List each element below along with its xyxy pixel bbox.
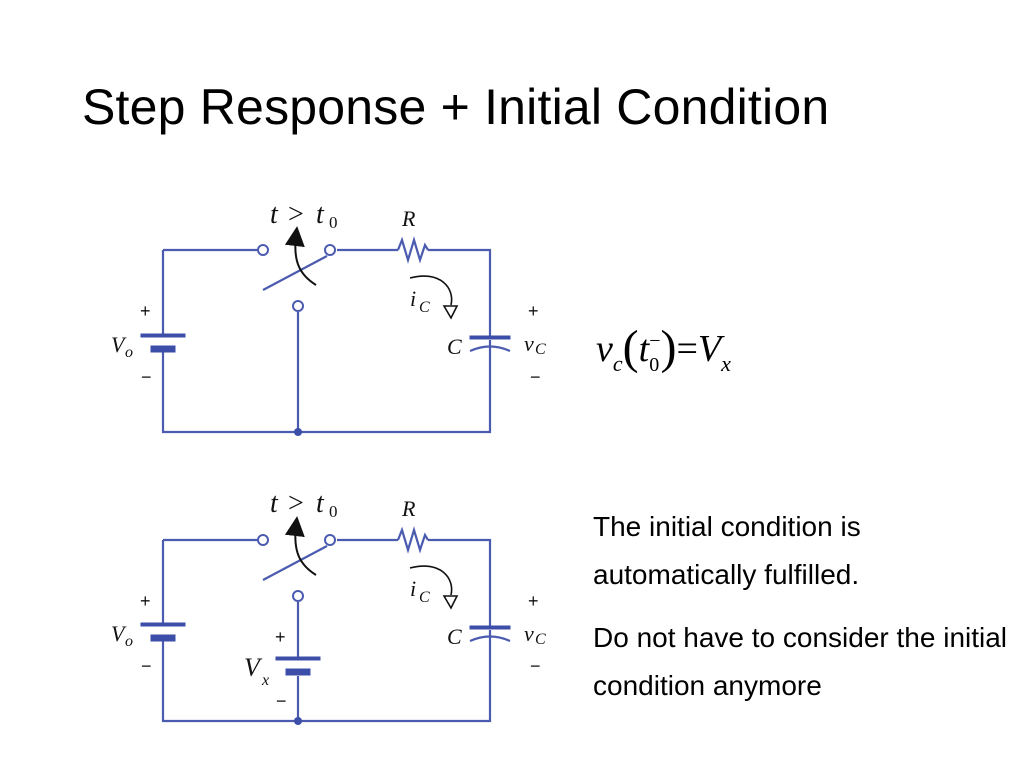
cap-voltage-sub: C (535, 341, 546, 358)
resistor-label: R (401, 496, 416, 521)
switch-terminal (257, 534, 269, 546)
battery-short-plate (150, 634, 176, 642)
eq-arg-var: t (638, 328, 650, 370)
switch-arrow (284, 516, 317, 576)
capacitor-curved-plate (469, 635, 511, 643)
switch-condition-t0: t (316, 488, 325, 519)
bottom-circuit: t > t 0 R i C C + v C − + V o − + V x − (111, 488, 546, 725)
switch-terminal (324, 244, 336, 256)
capacitor-label: C (447, 334, 462, 359)
initial-source-plus: + (275, 627, 286, 647)
current-label-sub: C (419, 299, 430, 316)
eq-lhs-var: v (596, 328, 613, 370)
switch-condition-sub: 0 (329, 213, 338, 232)
resistor (396, 526, 429, 554)
switch-terminal (292, 590, 304, 602)
resistor (396, 236, 429, 264)
cap-voltage-plus: + (528, 301, 539, 321)
switch-condition-sub: 0 (329, 502, 338, 521)
capacitor-plate (469, 625, 511, 630)
switch-blade (262, 545, 328, 581)
cap-voltage-sub: C (535, 631, 546, 648)
eq-rhs-var: V (697, 328, 722, 370)
source-label: V (111, 332, 127, 357)
eq-arg-sup: − (649, 330, 661, 352)
switch-terminal (257, 244, 269, 256)
current-label: i (410, 576, 416, 601)
eq-equals: = (676, 328, 698, 370)
switch-blade (262, 255, 328, 291)
current-label: i (410, 286, 416, 311)
switch-condition-t: t (270, 199, 279, 230)
current-arrow (409, 565, 453, 596)
source-minus: − (141, 367, 152, 387)
initial-condition-equation: vc(t0−)=Vx (596, 321, 731, 376)
capacitor-plate (469, 335, 511, 340)
switch-terminal (324, 534, 336, 546)
current-arrowhead (442, 305, 459, 320)
current-arrow (409, 275, 453, 306)
initial-source-minus: − (276, 691, 287, 711)
cap-voltage-minus: − (530, 367, 541, 387)
battery-long-plate (140, 333, 186, 338)
switch-condition-t0: t (316, 199, 325, 230)
battery-short-plate (150, 345, 176, 353)
top-circuit: t > t 0 R i C C + v C − + V o − (111, 199, 546, 436)
initial-source-sub: x (261, 672, 269, 689)
initial-source-label: V (244, 653, 263, 682)
junction-dot (294, 428, 302, 436)
initial-battery-short-plate (285, 668, 311, 676)
source-label-sub: o (125, 633, 133, 650)
cap-voltage-plus: + (528, 591, 539, 611)
source-label: V (111, 621, 127, 646)
cap-voltage-label: v (524, 621, 534, 646)
eq-arg-sub: 0 (649, 354, 660, 376)
switch-arrow (284, 226, 317, 286)
source-label-sub: o (125, 344, 133, 361)
note-no-initial-condition: Do not have to consider the initial cond… (593, 622, 1008, 701)
source-plus: + (140, 591, 151, 611)
junction-dot (294, 717, 302, 725)
note-initial-condition-fulfilled: The initial condition is automatically f… (593, 511, 861, 590)
eq-rhs-sub: x (721, 351, 731, 376)
eq-lhs-sub: c (612, 351, 623, 376)
source-minus: − (141, 656, 152, 676)
switch-condition-op: > (288, 488, 304, 519)
battery-long-plate (140, 622, 186, 627)
capacitor-label: C (447, 624, 462, 649)
resistor-label: R (401, 206, 416, 231)
switch-condition-t: t (270, 488, 279, 519)
cap-voltage-label: v (524, 331, 534, 356)
current-label-sub: C (419, 589, 430, 606)
source-plus: + (140, 301, 151, 321)
capacitor-curved-plate (469, 345, 511, 353)
cap-voltage-minus: − (530, 656, 541, 676)
switch-condition-op: > (288, 199, 304, 230)
top-wire-resistor-to-right (428, 248, 492, 336)
slide-title: Step Response + Initial Condition (82, 79, 830, 135)
switch-terminal (292, 300, 304, 312)
current-arrowhead (442, 595, 459, 610)
initial-battery-long-plate (275, 656, 321, 661)
